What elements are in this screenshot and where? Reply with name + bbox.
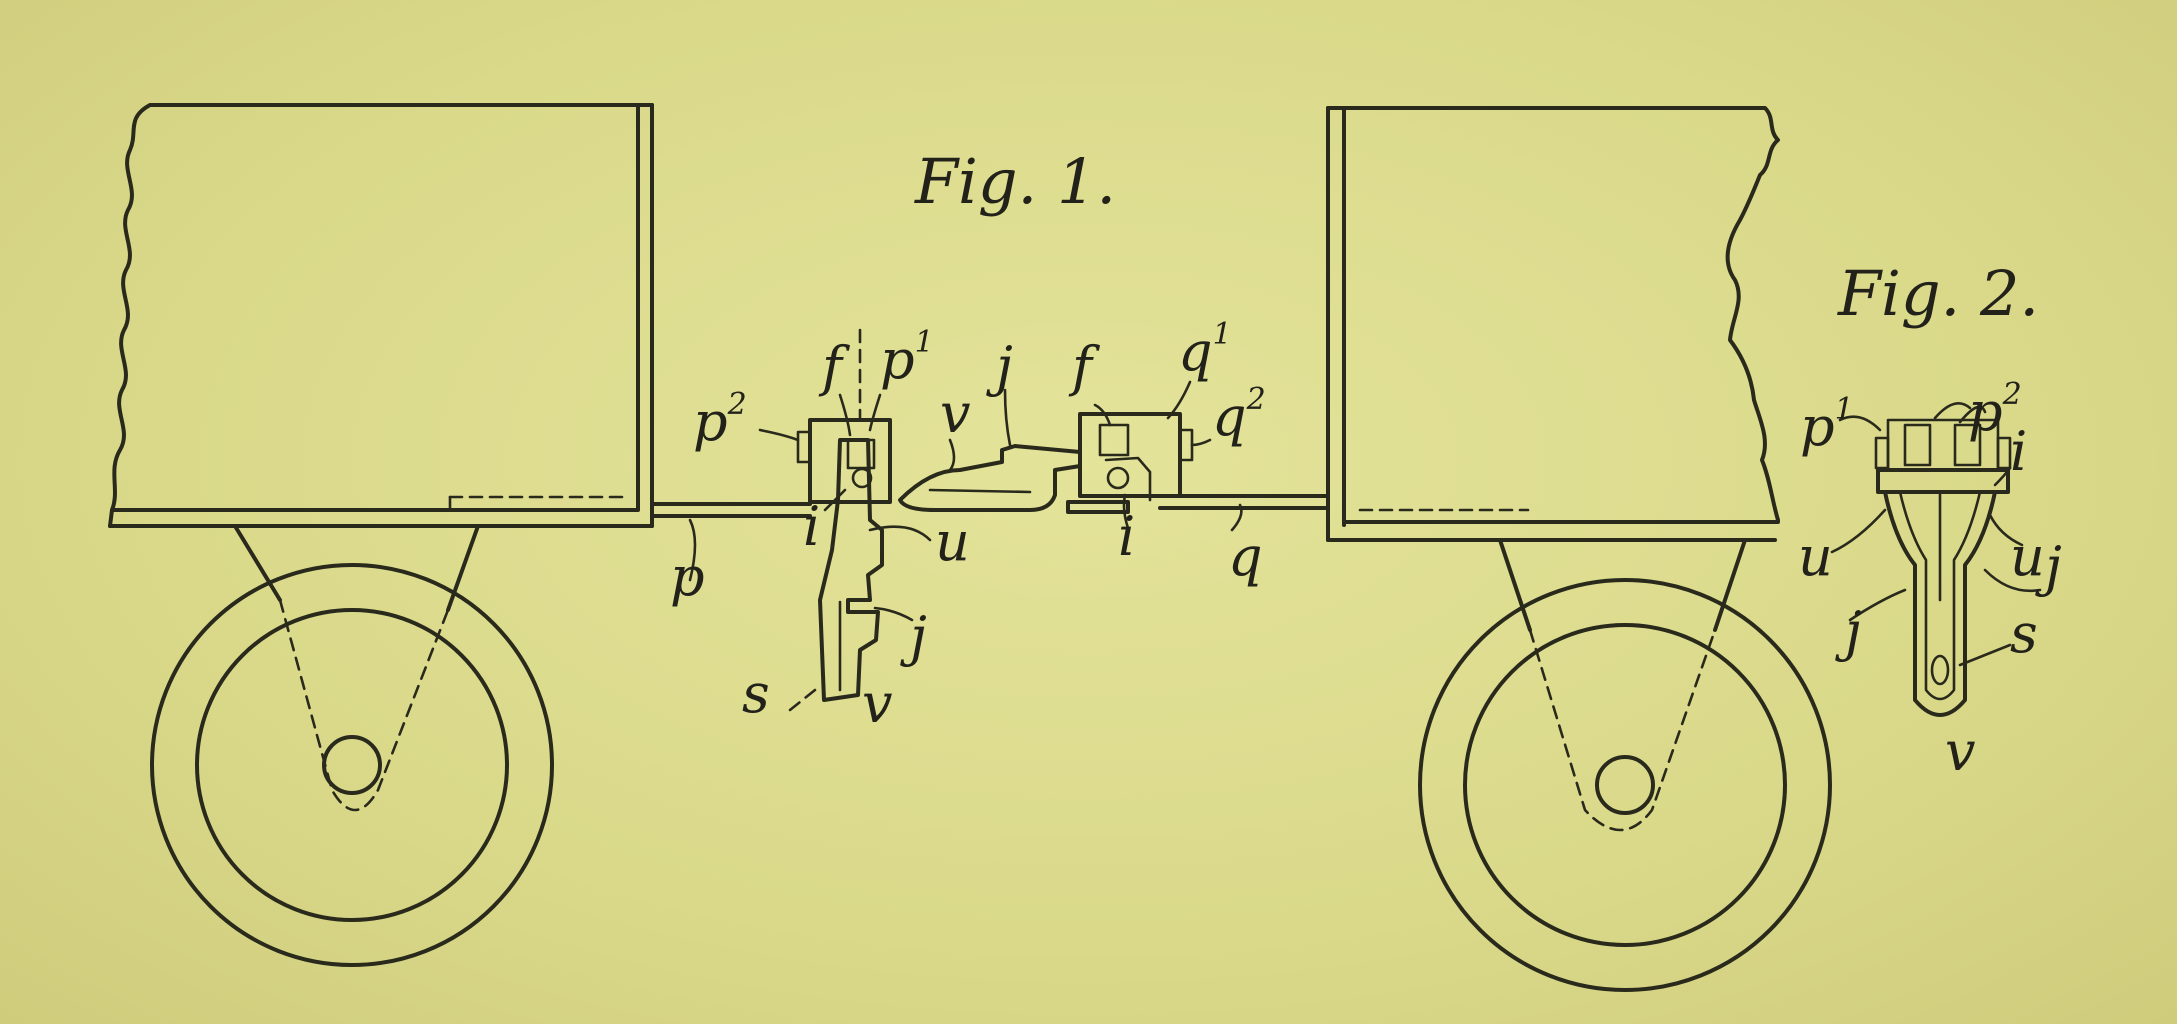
label-fig2-j-left: j bbox=[1835, 600, 1862, 663]
right-wagon-body bbox=[1326, 106, 1780, 522]
figure-titles: Fig. 1. Fig. 2. bbox=[914, 145, 2039, 330]
coupling-link-edge bbox=[928, 488, 1032, 494]
right-wheel-hub bbox=[1595, 755, 1655, 815]
left-wheel-inner bbox=[195, 608, 509, 922]
label-fig2-p1: p1 bbox=[1800, 392, 1854, 458]
right-pin bbox=[1106, 466, 1130, 490]
left-wheel-outer bbox=[150, 563, 554, 967]
left-fork-left bbox=[233, 524, 282, 602]
label-j-top: j bbox=[986, 335, 1013, 398]
label-s: s bbox=[742, 662, 770, 725]
left-wagon-floor-edge bbox=[108, 508, 114, 528]
fig2-block-left bbox=[1903, 423, 1932, 467]
right-wheel-outer bbox=[1418, 578, 1832, 992]
label-i-right: i bbox=[1118, 505, 1135, 568]
left-fork-hidden bbox=[278, 598, 450, 812]
fig2-lug-left bbox=[1874, 436, 1890, 470]
coupling-link bbox=[898, 444, 1082, 512]
left-wagon-body bbox=[110, 103, 640, 512]
label-q1: q1 bbox=[1178, 317, 1232, 383]
hanging-link bbox=[818, 438, 884, 702]
left-bracket-lug bbox=[796, 430, 812, 464]
label-q2: q2 bbox=[1212, 382, 1266, 448]
label-u: u bbox=[935, 510, 970, 573]
label-fig2-s: s bbox=[2010, 602, 2038, 665]
hanging-link-hidden-s bbox=[788, 688, 817, 712]
fig2-title: Fig. 2. bbox=[1837, 257, 2039, 330]
right-bracket-inner bbox=[1104, 456, 1152, 502]
label-p: p bbox=[670, 545, 705, 608]
label-f-left: f bbox=[818, 335, 850, 398]
fig2-labels: p1 p2 i u u j j s v bbox=[1798, 377, 2062, 783]
fig1-title: Fig. 1. bbox=[914, 145, 1116, 218]
fig1-labels: f p1 p2 i p v j u j s v f q1 q2 i q bbox=[670, 317, 1266, 735]
bar-q-plate bbox=[1066, 500, 1130, 514]
fig2-cross-head bbox=[1876, 468, 2010, 494]
label-fig2-v: v bbox=[1945, 720, 1976, 783]
fig2-body-inner bbox=[1898, 490, 1982, 701]
right-pin-head bbox=[1098, 423, 1130, 457]
label-f-right: f bbox=[1068, 335, 1100, 398]
fig2-slot bbox=[1930, 654, 1950, 686]
label-q: q bbox=[1228, 525, 1263, 588]
label-fig2-u-left: u bbox=[1798, 525, 1833, 588]
label-fig2-u-right: u bbox=[2010, 525, 2045, 588]
fig2-body bbox=[1883, 490, 1997, 717]
fig2-block-right bbox=[1953, 423, 1982, 467]
label-i-left: i bbox=[803, 495, 820, 558]
fig2-detail bbox=[1874, 418, 2012, 717]
right-bracket bbox=[1078, 412, 1182, 498]
label-fig2-i: i bbox=[2010, 420, 2027, 483]
left-wheel-hub bbox=[322, 735, 382, 795]
right-wheel-inner bbox=[1463, 623, 1787, 947]
label-v-top: v bbox=[940, 382, 971, 445]
fig2-lug-right bbox=[1996, 436, 2012, 470]
right-fork-left bbox=[1498, 538, 1532, 632]
label-v-bottom: v bbox=[862, 672, 893, 735]
left-fork-right bbox=[446, 524, 480, 612]
leader-lines bbox=[688, 380, 2042, 667]
right-fork-hidden bbox=[1528, 628, 1717, 832]
label-p1: p1 bbox=[880, 325, 934, 391]
left-wagon bbox=[108, 103, 654, 967]
label-fig2-p2: p2 bbox=[1968, 377, 2022, 443]
right-fork-right bbox=[1713, 538, 1747, 632]
label-p2: p2 bbox=[693, 387, 747, 453]
right-wagon bbox=[1326, 106, 1832, 992]
